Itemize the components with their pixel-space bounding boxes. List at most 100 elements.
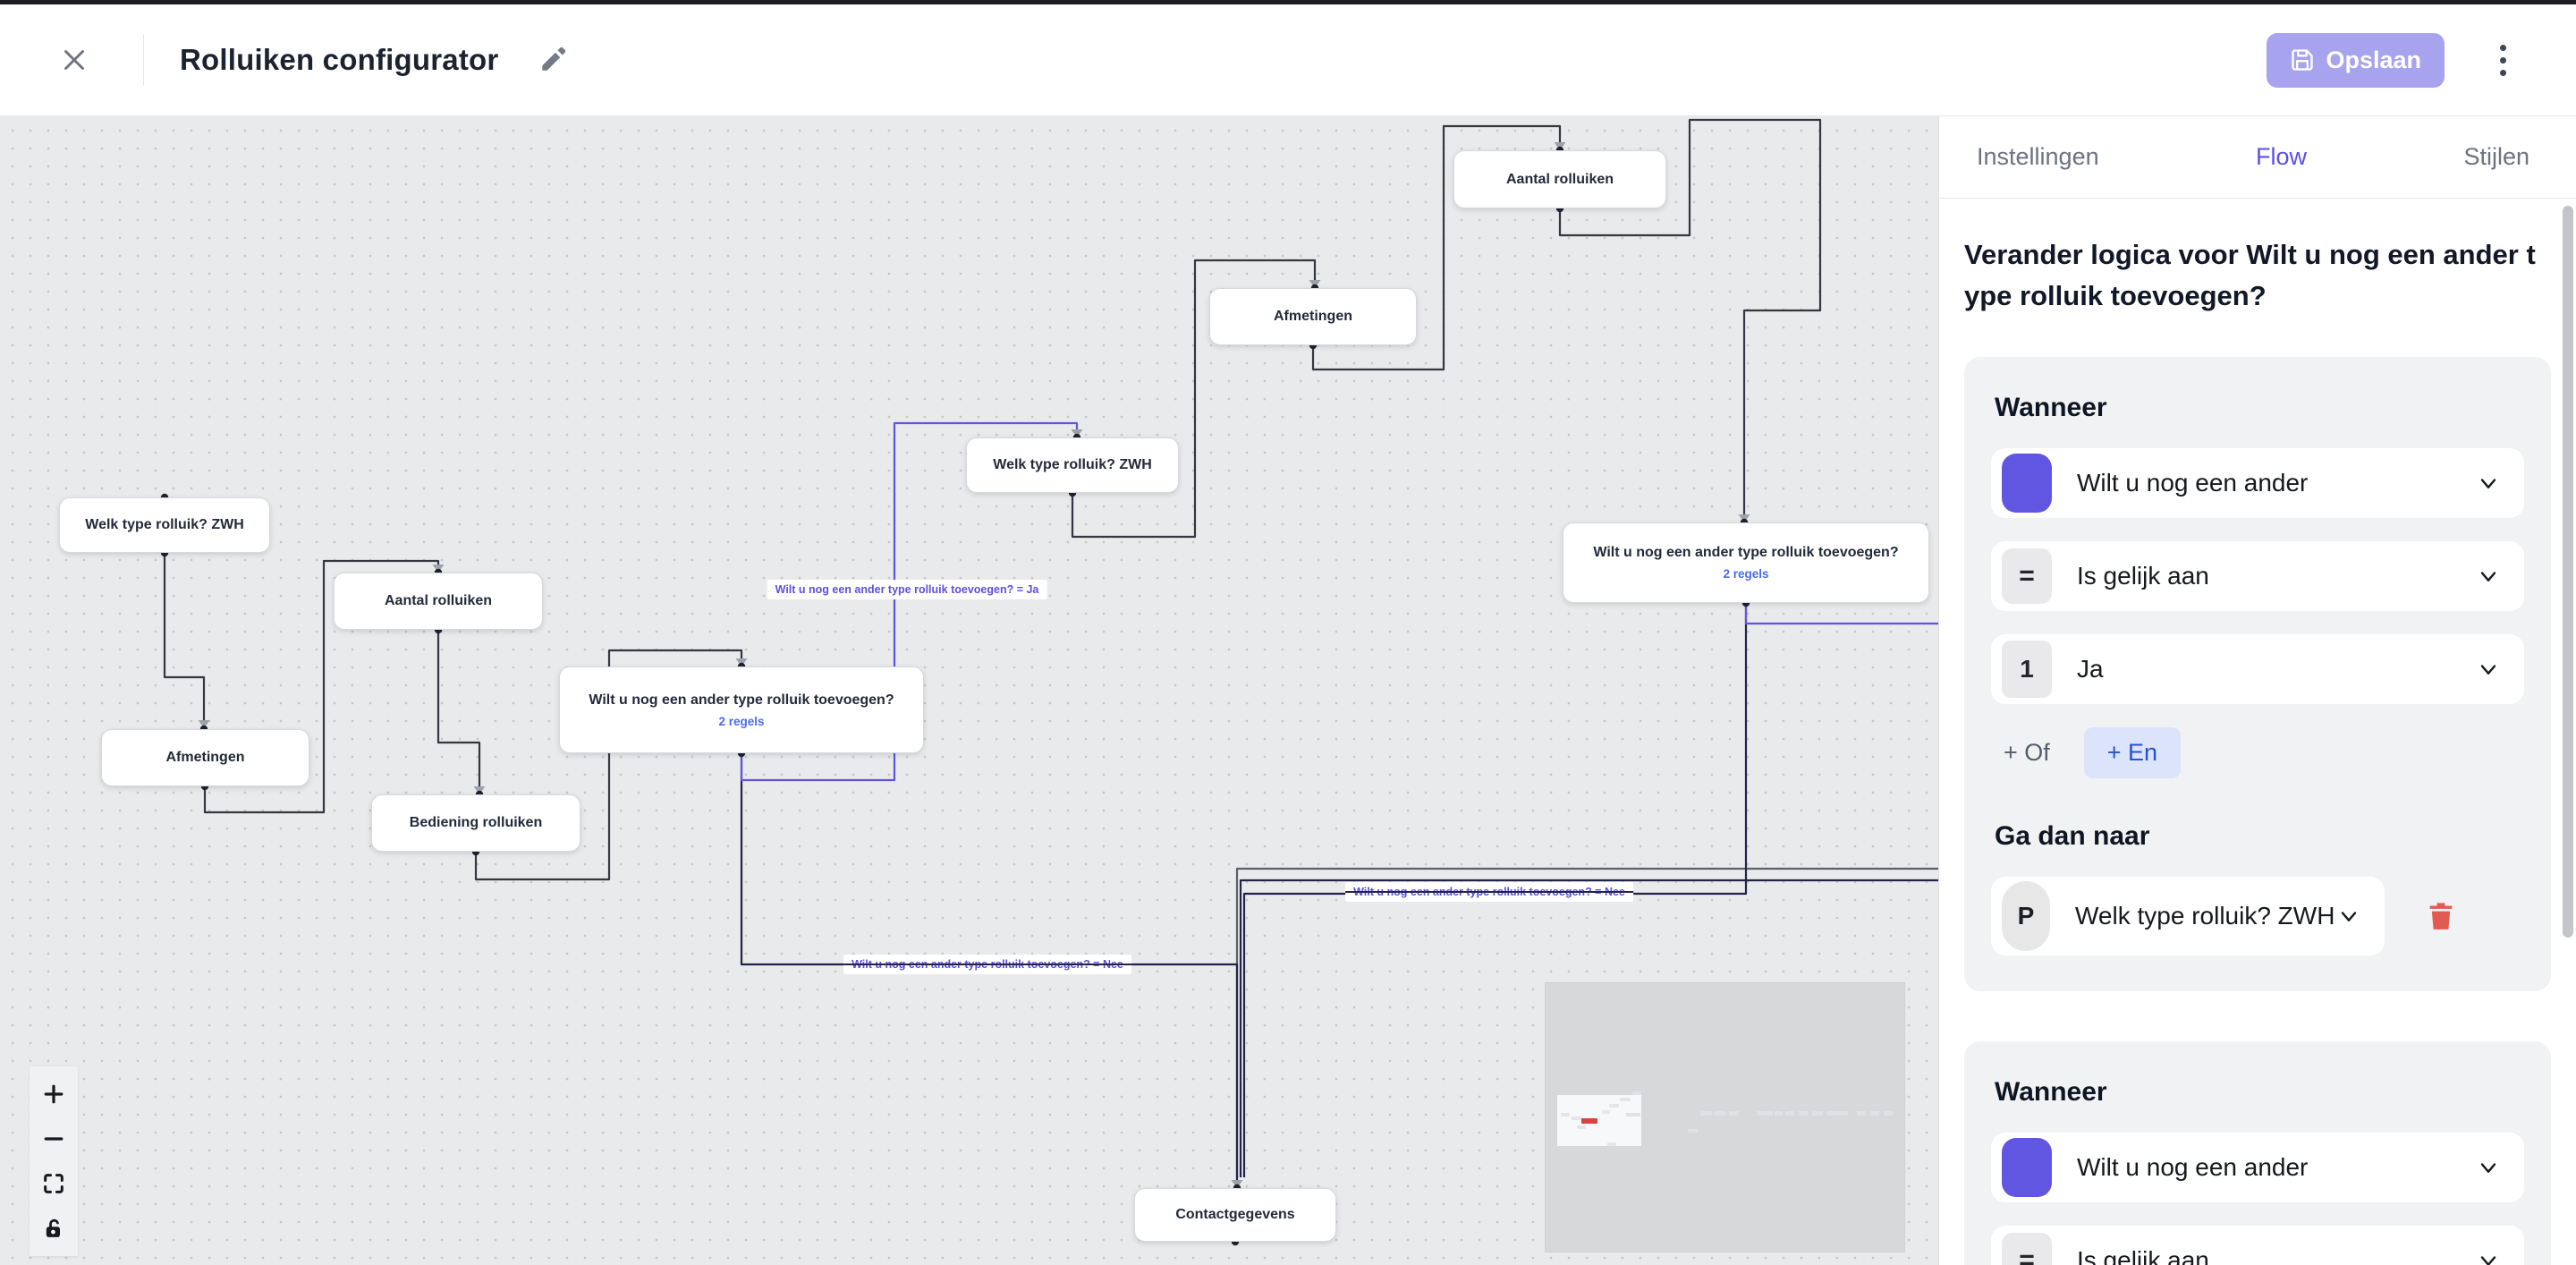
minimap-node-mark: [1757, 1111, 1773, 1116]
fit-view-button[interactable]: [30, 1161, 78, 1206]
divider: [143, 34, 144, 86]
tab-stijlen[interactable]: Stijlen: [2463, 143, 2529, 170]
goto-target-select[interactable]: P Welk type rolluik? ZWH: [1991, 877, 2385, 956]
fit-view-icon: [44, 1174, 64, 1193]
flow-node[interactable]: Bediening rolluiken: [371, 794, 580, 852]
chevron-down-icon: [2480, 572, 2496, 582]
minimap-viewport[interactable]: [1557, 1095, 1641, 1146]
minimap[interactable]: [1545, 982, 1905, 1252]
flow-node[interactable]: Aantal rolluiken: [334, 573, 543, 630]
page-title: Rolluiken configurator: [180, 43, 499, 76]
tab-instellingen[interactable]: Instellingen: [1977, 143, 2099, 170]
flow-node[interactable]: Afmetingen: [101, 729, 309, 786]
minimap-node-mark: [1602, 1110, 1610, 1114]
minus-icon: [44, 1137, 64, 1141]
select-label: Is gelijk aan: [2077, 562, 2209, 590]
select-label: Wilt u nog een ander: [2077, 1153, 2309, 1182]
logic-heading: Verander logica voor Wilt u nog een ande…: [1964, 239, 2536, 311]
edge-afmetingen-aantal[interactable]: [203, 559, 440, 814]
close-button[interactable]: [57, 43, 91, 77]
edge-arrow-icon: [198, 720, 210, 728]
zoom-out-button[interactable]: [30, 1116, 78, 1161]
rule-card-2: Wanneer Wilt u nog een ander =Is gelijk a…: [1964, 1041, 2551, 1265]
edit-title-button[interactable]: [538, 45, 568, 75]
value-number-chip: 1: [2002, 641, 2052, 699]
trash-icon: [2429, 903, 2453, 930]
save-button-label: Opslaan: [2326, 46, 2421, 73]
edge-condition-label[interactable]: Wilt u nog een ander type rolluik toevoe…: [843, 955, 1131, 974]
add-and-button[interactable]: + En: [2083, 727, 2182, 779]
minimap-node-mark: [1632, 1091, 1641, 1095]
flow-node[interactable]: Welk type rolluik? ZWH: [966, 437, 1179, 493]
condition-field-select[interactable]: Wilt u nog een ander: [1991, 448, 2524, 519]
edge-zwh2-afmetingen2[interactable]: [1071, 259, 1317, 539]
question-color-swatch: [2002, 454, 2052, 514]
when-heading-2: Wanneer: [1995, 1077, 2107, 1108]
flow-panel: Verander logica voor Wilt u nog een ande…: [1939, 199, 2576, 1265]
more-options-button[interactable]: [2493, 38, 2513, 83]
edge-wilt2-ja[interactable]: [1744, 603, 1938, 625]
pencil-icon: [542, 47, 566, 71]
condition-operator-select[interactable]: = Is gelijk aan: [1991, 541, 2524, 612]
kebab-menu-icon: [2500, 44, 2506, 51]
sidebar-tabs: Instellingen Flow Stijlen: [1939, 116, 2576, 199]
rule-card-1: Wanneer Wilt u nog een ander=Is gelijk a…: [1964, 357, 2551, 992]
edge-afmetingen2-aantal2[interactable]: [1311, 124, 1562, 371]
condition-actions: + Of + En: [2004, 727, 2524, 779]
zoom-in-button[interactable]: [30, 1072, 78, 1116]
add-or-button[interactable]: + Of: [2004, 739, 2050, 767]
edge-wilt1-ja[interactable]: [740, 421, 1079, 782]
goto-target-label: Welk type rolluik? ZWH: [2075, 902, 2335, 930]
equals-icon: =: [2002, 548, 2052, 605]
topbar: Rolluiken configurator Opslaan: [0, 4, 2576, 116]
canvas-controls: [30, 1066, 78, 1256]
edge-condition-label[interactable]: Wilt u nog een ander type rolluik toevoe…: [1345, 882, 1633, 902]
flow-node-rules-link[interactable]: 2 regels: [1723, 567, 1769, 581]
flow-node-label: Wilt u nog een ander type rolluik toevoe…: [1593, 545, 1899, 560]
delete-rule-button[interactable]: [2424, 898, 2458, 934]
minimap-node-mark: [1775, 1111, 1783, 1116]
floppy-disk-icon: [2292, 49, 2314, 71]
edge-bediening-wilt1[interactable]: [474, 649, 743, 881]
minimap-node-mark: [1609, 1104, 1619, 1108]
edge-aantal-bediening[interactable]: [436, 630, 481, 787]
flow-node-label: Wilt u nog een ander type rolluik toevoe…: [589, 692, 894, 708]
sidebar: Instellingen Flow Stijlen Verander logica …: [1938, 116, 2576, 1265]
flow-node[interactable]: Welk type rolluik? ZWH: [59, 497, 270, 553]
condition-field-select[interactable]: Wilt u nog een ander: [1991, 1133, 2524, 1203]
edge-condition-label[interactable]: Wilt u nog een ander type rolluik toevoe…: [767, 580, 1047, 599]
tab-flow[interactable]: Flow: [2256, 143, 2308, 170]
minimap-node-mark: [1577, 1125, 1586, 1129]
condition-rows-2: Wilt u nog een ander =Is gelijk aan: [1991, 1133, 2524, 1265]
edge-aantal2-wilt2[interactable]: [1558, 118, 1822, 515]
minimap-node-mark: [1884, 1111, 1893, 1116]
edge-arrow-icon: [1071, 429, 1083, 437]
flow-node[interactable]: Wilt u nog een ander type rolluik toevoe…: [1563, 522, 1929, 603]
save-button[interactable]: Opslaan: [2267, 32, 2445, 88]
flow-node[interactable]: Afmetingen: [1209, 288, 1417, 345]
minimap-node-mark: [1572, 1116, 1582, 1120]
flow-node[interactable]: Aantal rolluiken: [1453, 150, 1666, 208]
flow-node-rules-link[interactable]: 2 regels: [718, 714, 765, 728]
flow-node-label: Contactgegevens: [1175, 1207, 1295, 1222]
edge-arrow-icon: [432, 565, 445, 573]
lock-button[interactable]: [30, 1206, 78, 1251]
minimap-node-mark: [1715, 1111, 1725, 1116]
edge-arrow-icon: [1738, 514, 1750, 522]
flow-node[interactable]: Wilt u nog een ander type rolluik toevoe…: [559, 666, 924, 753]
sidebar-scrollbar[interactable]: [2563, 206, 2573, 938]
minimap-node-mark: [1870, 1111, 1879, 1116]
chevron-down-icon: [2341, 912, 2357, 922]
chevron-down-icon: [2480, 1163, 2496, 1174]
edge-right-navy[interactable]: [1239, 879, 1938, 1177]
condition-operator-select[interactable]: =Is gelijk aan: [1991, 1226, 2524, 1265]
edge-arrow-icon: [735, 658, 748, 666]
minimap-node-mark: [1700, 1111, 1712, 1116]
lock-open-icon: [46, 1218, 60, 1237]
edge-zwh-afmetingen[interactable]: [163, 553, 206, 721]
flow-node[interactable]: Contactgegevens: [1134, 1188, 1336, 1242]
goto-heading: Ga dan naar: [1995, 821, 2150, 852]
